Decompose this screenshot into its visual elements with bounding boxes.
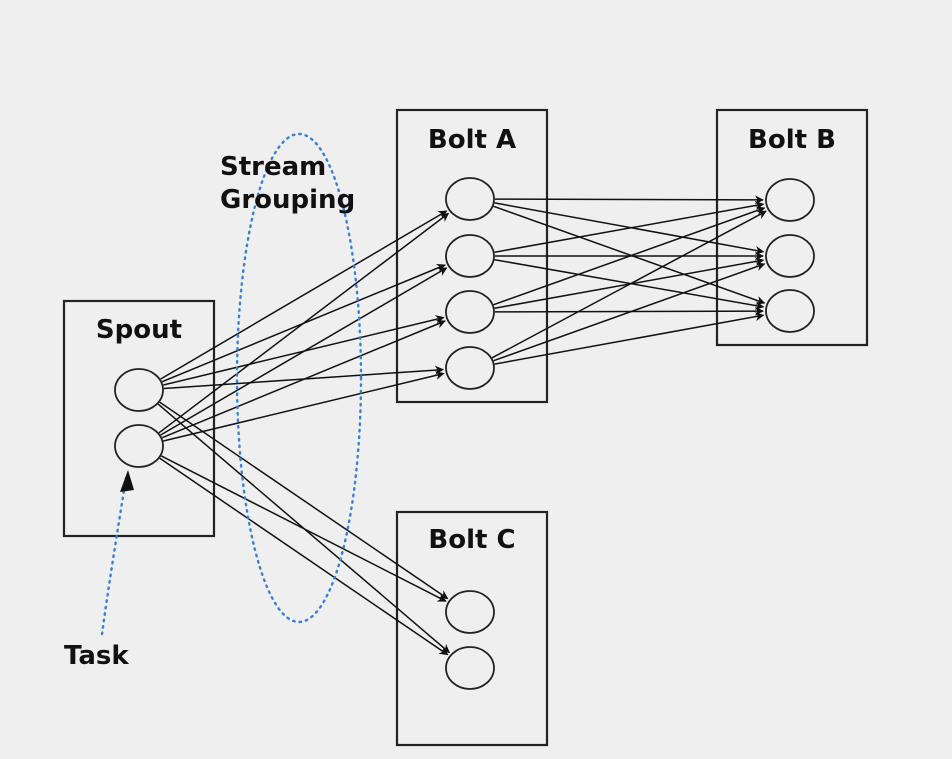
bolt-a-task-3 <box>445 290 495 334</box>
edge-bolt_a-1-to-bolt_b-0 <box>494 201 765 253</box>
edge-spout-1-to-bolt_a-1 <box>160 267 448 436</box>
bolt-a-task-4 <box>445 346 495 390</box>
edge-bolt_a-0-to-bolt_b-1 <box>494 202 765 255</box>
edges-layer <box>157 195 767 656</box>
bolt-b-label: Bolt B <box>748 125 836 155</box>
spout-task-1 <box>114 368 164 412</box>
bolt-b-task-2 <box>765 234 815 278</box>
edge-bolt_a-1-to-bolt_b-2 <box>494 258 765 310</box>
tasks-layer <box>114 177 815 690</box>
edge-bolt_a-0-to-bolt_b-0 <box>494 195 764 205</box>
edge-bolt_a-3-to-bolt_b-1 <box>493 262 766 362</box>
edge-bolt_a-0-to-bolt_b-2 <box>493 205 766 305</box>
edge-bolt_a-2-to-bolt_b-0 <box>493 206 766 306</box>
bolt-b-box <box>715 108 869 347</box>
stream-grouping-label-line2: Grouping <box>220 185 355 215</box>
edge-bolt_a-2-to-bolt_b-2 <box>494 306 764 316</box>
task-label: Task <box>64 641 129 671</box>
bolt-a-task-2 <box>445 234 495 278</box>
stream-grouping-label-line1: Stream <box>220 152 326 182</box>
bolt-c-label: Bolt C <box>428 525 515 555</box>
edge-spout-1-to-bolt_a-2 <box>161 319 446 439</box>
bolt-c-task-2 <box>445 646 495 690</box>
edge-bolt_a-3-to-bolt_b-0 <box>491 210 767 359</box>
task-pointer-arrowhead <box>120 470 134 492</box>
bolt-b-task-1 <box>765 178 815 222</box>
task-pointer-dotted-line <box>100 476 128 636</box>
edge-spout-1-to-bolt_a-0 <box>158 212 450 434</box>
bolt-a-label: Bolt A <box>428 125 516 155</box>
bolt-c-box <box>395 510 549 747</box>
bolt-c-task-1 <box>445 590 495 634</box>
stream-grouping-ellipse <box>235 132 363 624</box>
edge-spout-1-to-bolt_a-3 <box>163 371 445 442</box>
bolt-a-task-1 <box>445 177 495 221</box>
edge-spout-1-to-bolt_c-1 <box>159 457 449 656</box>
spout-label: Spout <box>96 315 182 345</box>
edge-bolt_a-3-to-bolt_b-2 <box>494 312 765 365</box>
bolt-b-task-3 <box>765 289 815 333</box>
spout-task-2 <box>114 424 164 468</box>
edge-spout-1-to-bolt_c-0 <box>160 455 447 602</box>
edge-spout-0-to-bolt_c-0 <box>159 401 449 600</box>
spout-box <box>62 299 216 538</box>
edge-spout-0-to-bolt_a-0 <box>160 210 448 380</box>
